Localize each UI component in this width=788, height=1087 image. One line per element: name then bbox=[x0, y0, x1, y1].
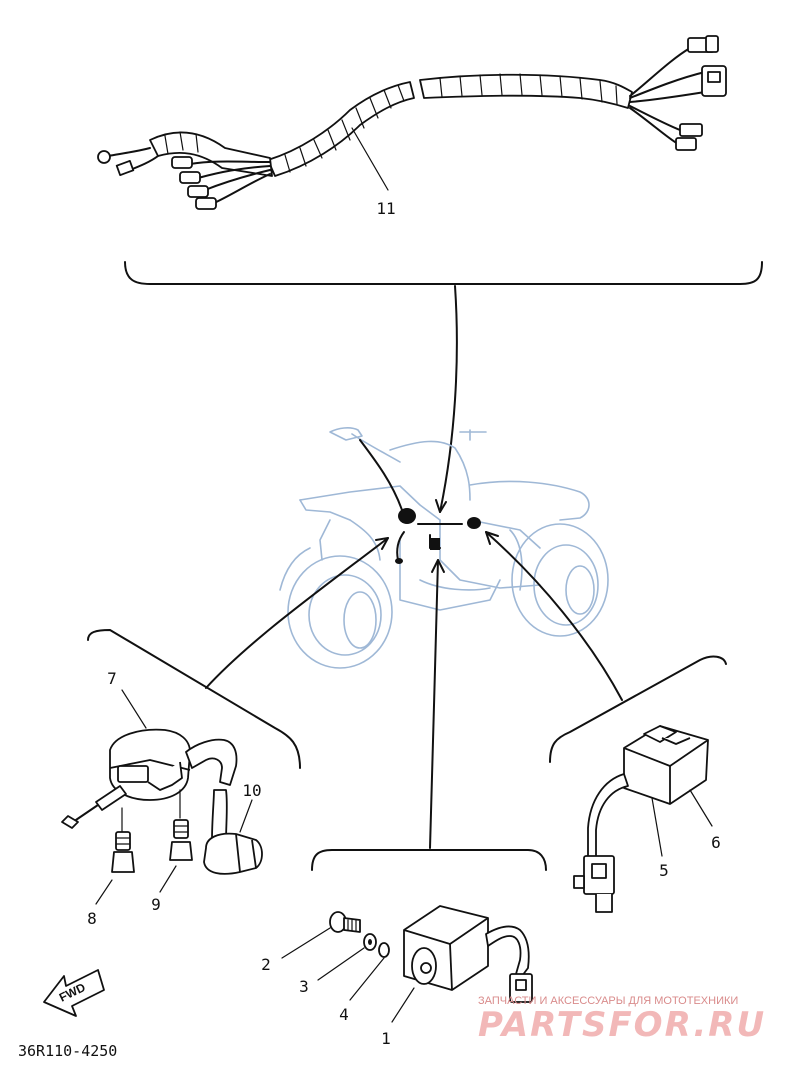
callout-4: 4 bbox=[339, 1005, 349, 1024]
atv-outline bbox=[279, 427, 609, 669]
callout-8: 8 bbox=[87, 909, 97, 928]
screw-8: 8 bbox=[87, 807, 135, 928]
callout-10: 10 bbox=[242, 781, 261, 800]
watermark-tagline: ЗАПЧАСТИ И АКСЕССУАРЫ ДЛЯ МОТОТЕХНИКИ bbox=[478, 995, 738, 1007]
diagram-code: 36R110-4250 bbox=[18, 1042, 117, 1060]
component-locations bbox=[359, 439, 481, 564]
relay-unit: 5 6 bbox=[573, 725, 721, 913]
screw-9: 9 bbox=[151, 789, 193, 914]
cdi-bracket bbox=[311, 849, 547, 871]
bolt-2: 2 bbox=[261, 911, 361, 974]
cdi-unit: 1 bbox=[381, 905, 533, 1048]
harness-bracket bbox=[124, 261, 763, 285]
watermark-logo: PARTSFOR.RU bbox=[478, 1005, 766, 1045]
fwd-arrow: FWD bbox=[43, 969, 105, 1017]
spark-plug-cap: 10 bbox=[203, 781, 263, 875]
washer-4: 4 bbox=[339, 942, 390, 1024]
callout-6: 6 bbox=[711, 833, 721, 852]
relay-bracket bbox=[549, 655, 727, 763]
coil-mounting-bolt bbox=[61, 785, 127, 829]
callout-5: 5 bbox=[659, 861, 669, 880]
watermark: ЗАПЧАСТИ И АКСЕССУАРЫ ДЛЯ МОТОТЕХНИКИ PA… bbox=[478, 995, 766, 1045]
washer-3: 3 bbox=[299, 933, 377, 996]
callout-9: 9 bbox=[151, 895, 161, 914]
callout-7: 7 bbox=[107, 669, 117, 688]
wire-harness: 11 bbox=[97, 35, 727, 218]
callout-2: 2 bbox=[261, 955, 271, 974]
callout-3: 3 bbox=[299, 977, 309, 996]
coil-bracket bbox=[87, 629, 301, 769]
callout-1: 1 bbox=[381, 1029, 391, 1048]
callout-11: 11 bbox=[376, 199, 395, 218]
ignition-coil: 7 bbox=[107, 669, 238, 801]
